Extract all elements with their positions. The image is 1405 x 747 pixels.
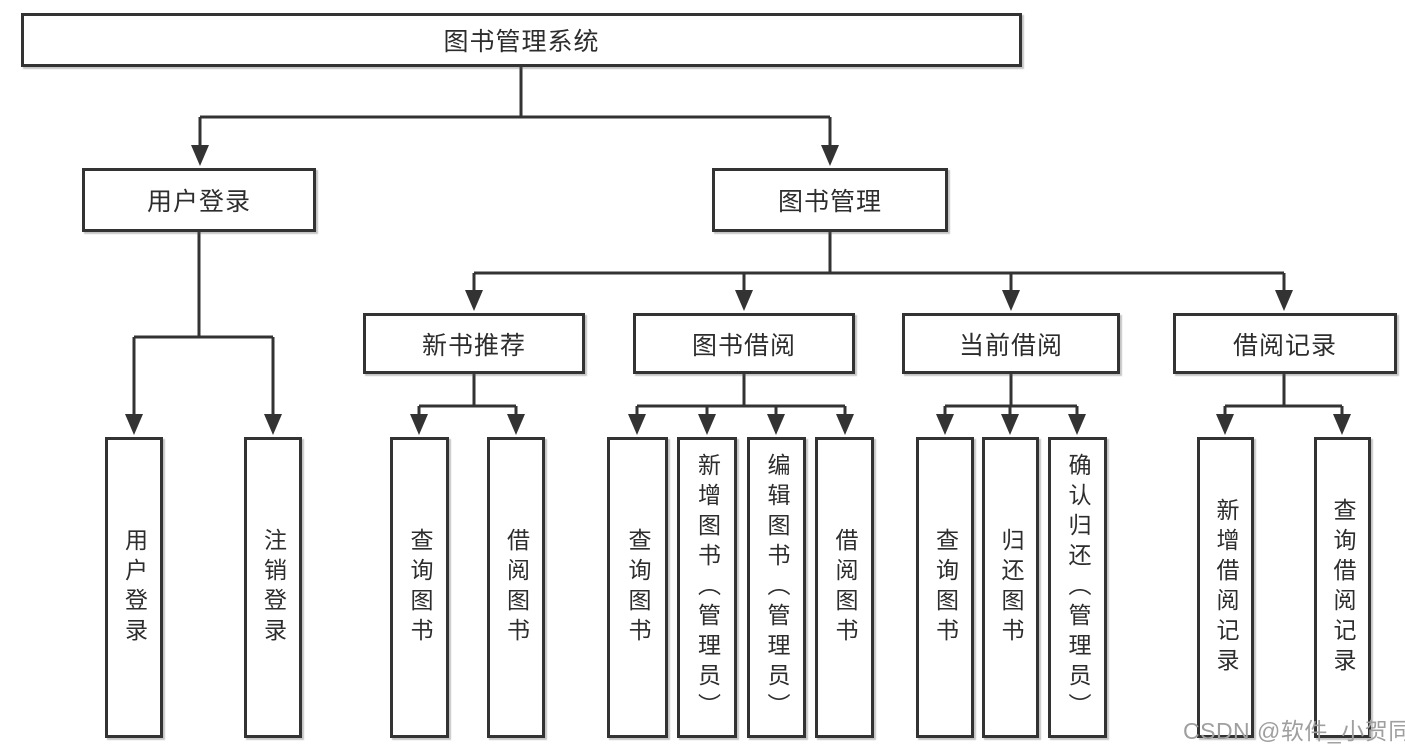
node-label: 借阅图书	[832, 527, 858, 648]
node-leaf-borrow-book-2: 借阅图书	[815, 437, 874, 738]
node-new-book-recommend: 新书推荐	[363, 313, 585, 374]
node-leaf-logout: 注销登录	[244, 437, 302, 738]
node-label: 用户登录	[146, 188, 251, 216]
node-label: 注销登录	[260, 527, 287, 648]
csdn-watermark: CSDN @软件_小贺同学	[1183, 718, 1405, 744]
node-leaf-borrow-book-1: 借阅图书	[487, 437, 545, 738]
node-book-management: 图书管理	[712, 168, 948, 232]
node-leaf-return-book: 归还图书	[982, 437, 1039, 738]
node-leaf-add-book: 新增图书（管理员）	[677, 437, 737, 738]
node-borrowing-records: 借阅记录	[1173, 313, 1397, 374]
node-leaf-query-book-1: 查询图书	[390, 437, 449, 738]
node-label: 借阅记录	[1232, 331, 1337, 360]
node-label: 归还图书	[998, 527, 1024, 648]
node-label: 查询图书	[932, 527, 959, 648]
node-label: 编辑图书（管理员）	[764, 452, 790, 723]
node-label: 用户登录	[121, 527, 148, 648]
node-leaf-query-book-2: 查询图书	[607, 437, 668, 738]
node-user-login: 用户登录	[82, 168, 316, 232]
node-label: 图书管理	[777, 188, 882, 216]
node-label: 新增借阅记录	[1213, 497, 1239, 678]
node-current-borrowing: 当前借阅	[902, 313, 1120, 374]
node-leaf-add-record: 新增借阅记录	[1197, 437, 1254, 738]
node-book-borrowing: 图书借阅	[633, 313, 855, 374]
node-root: 图书管理系统	[21, 13, 1022, 67]
node-leaf-user-login: 用户登录	[105, 437, 163, 738]
node-leaf-confirm-return: 确认归还（管理员）	[1048, 437, 1107, 738]
node-label: 借阅图书	[503, 527, 530, 648]
node-label: 确认归还（管理员）	[1065, 452, 1091, 723]
node-label: 查询图书	[625, 527, 651, 648]
node-leaf-query-book-3: 查询图书	[916, 437, 974, 738]
node-label: 查询图书	[407, 527, 433, 648]
node-leaf-query-record: 查询借阅记录	[1314, 437, 1371, 738]
node-leaf-edit-book: 编辑图书（管理员）	[747, 437, 806, 738]
node-label: 查询借阅记录	[1330, 497, 1356, 678]
node-label: 新增图书（管理员）	[694, 452, 721, 723]
node-label: 新书推荐	[421, 331, 526, 360]
node-label: 图书借阅	[691, 331, 796, 360]
node-label: 当前借阅	[958, 331, 1063, 360]
node-label: 图书管理系统	[443, 28, 600, 56]
